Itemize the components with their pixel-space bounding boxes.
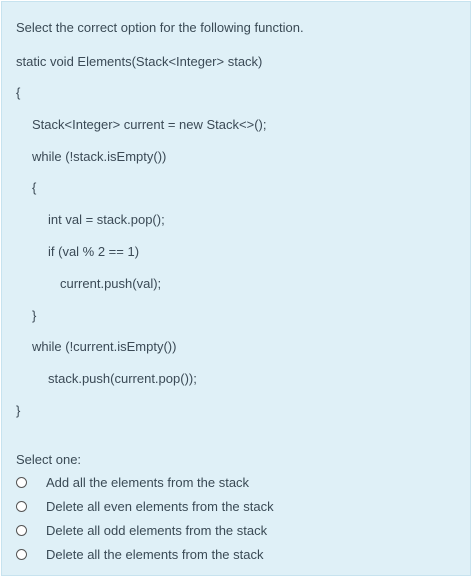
question-prompt: Select the correct option for the follow…: [16, 20, 304, 35]
radio-button-option-3[interactable]: [16, 524, 27, 536]
code-line-close-brace: }: [16, 403, 21, 418]
code-line-while-current: while (!current.isEmpty()): [32, 339, 177, 354]
option-delete-even[interactable]: Delete all even elements from the stack: [16, 496, 274, 516]
option-label[interactable]: Delete all even elements from the stack: [46, 498, 274, 514]
code-line-while-stack: while (!stack.isEmpty()): [32, 149, 167, 164]
option-label[interactable]: Add all the elements from the stack: [46, 474, 250, 490]
option-add-all[interactable]: Add all the elements from the stack: [16, 472, 249, 492]
code-line-declare-current: Stack<Integer> current = new Stack<>();: [32, 117, 267, 132]
code-line-if-odd: if (val % 2 == 1): [48, 244, 140, 259]
code-line-signature: static void Elements(Stack<Integer> stac…: [16, 54, 263, 69]
code-line-open-brace: {: [16, 85, 21, 100]
radio-button-option-2[interactable]: [16, 500, 27, 512]
option-label[interactable]: Delete all the elements from the stack: [46, 546, 264, 562]
select-one-label: Select one:: [16, 452, 82, 467]
option-label[interactable]: Delete all odd elements from the stack: [46, 522, 268, 538]
code-line-push-stack: stack.push(current.pop());: [48, 371, 197, 386]
radio-button-option-1[interactable]: [16, 476, 27, 488]
code-line-open-brace-inner: {: [32, 180, 37, 195]
radio-button-option-4[interactable]: [16, 548, 27, 560]
option-delete-odd[interactable]: Delete all odd elements from the stack: [16, 520, 267, 540]
code-line-close-brace-inner: }: [32, 308, 37, 323]
code-line-push-current: current.push(val);: [60, 276, 162, 291]
code-line-pop: int val = stack.pop();: [48, 212, 165, 227]
option-delete-all[interactable]: Delete all the elements from the stack: [16, 544, 264, 564]
